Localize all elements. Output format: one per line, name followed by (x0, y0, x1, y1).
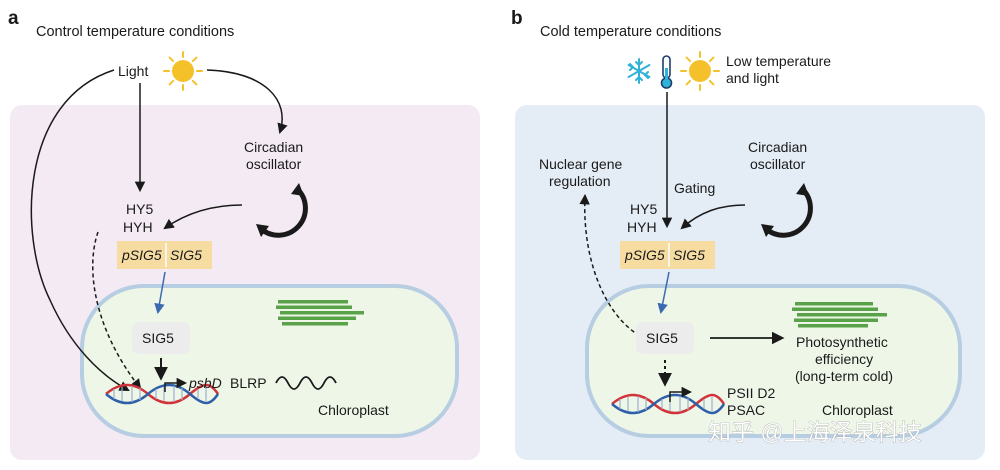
panel-b: b Cold temperature conditions Low temper… (511, 8, 985, 460)
blrp-label: BLRP (230, 375, 267, 391)
gene-box-a (117, 241, 212, 269)
hyh-to-dna-dashed-arrow (92, 231, 142, 390)
gene-label-a: SIG5 (170, 247, 202, 263)
circadian-to-hy5-arrow-b (680, 204, 746, 230)
chloroplast-a (80, 284, 459, 438)
sig5-box-a (132, 322, 190, 354)
snowflake-icon (627, 58, 651, 84)
transcription-start-icon (669, 386, 693, 402)
gene-label-b: SIG5 (673, 247, 705, 263)
light-label: Light (118, 63, 148, 79)
watermark: 知乎 @上海泽泉科技 (708, 419, 922, 445)
panel-a-title: Control temperature conditions (36, 24, 234, 40)
photo-label-3: (long-term cold) (795, 368, 893, 384)
photo-label-2: efficiency (815, 351, 873, 367)
psbd-label: psbD (188, 375, 222, 391)
panel-a: a Control temperature conditions Light C… (8, 8, 480, 460)
psac-label: PSAC (727, 402, 765, 418)
hy5-label-a: HY5 (126, 201, 153, 217)
sun-icon (680, 51, 720, 91)
transcription-start-icon (164, 377, 188, 392)
lowtemp-label-1: Low temperature (726, 53, 831, 69)
chloroplast-b (585, 284, 962, 438)
dna-helix-icon (105, 383, 220, 405)
circadian-label-b-2: oscillator (750, 156, 806, 172)
hyh-label-b: HYH (627, 219, 657, 235)
promoter-label-b: pSIG5 (624, 247, 665, 263)
thermometer-icon (660, 55, 673, 89)
hyh-label-a: HYH (123, 219, 153, 235)
promoter-label-a: pSIG5 (121, 247, 162, 263)
hy5-label-b: HY5 (630, 201, 657, 217)
sig5-label-b: SIG5 (646, 330, 678, 346)
thylakoid-icon (792, 302, 887, 328)
dna-helix-icon (611, 393, 726, 415)
sig5-to-nuclear-dashed-arrow (579, 193, 641, 337)
circadian-label-a-1: Circadian (244, 139, 303, 155)
panel-a-letter: a (8, 8, 19, 29)
gene-to-sig5-arrow-b (657, 271, 670, 315)
circadian-label-a-2: oscillator (246, 156, 302, 172)
nuclear-label-2: regulation (549, 173, 611, 189)
nuclear-label-1: Nuclear gene (539, 156, 622, 172)
gene-to-sig5-arrow-a (154, 271, 166, 315)
sun-icon (163, 51, 203, 91)
circadian-label-b-1: Circadian (748, 139, 807, 155)
chloroplast-label-a: Chloroplast (318, 402, 389, 418)
sig5-box-b (636, 322, 694, 354)
sig5-label-a: SIG5 (142, 330, 174, 346)
psii-label: PSII D2 (727, 385, 775, 401)
wave-icon (275, 376, 337, 390)
gating-label: Gating (674, 180, 715, 196)
chloroplast-label-b: Chloroplast (822, 402, 893, 418)
thylakoid-icon (276, 300, 364, 326)
photo-label-1: Photosynthetic (796, 334, 888, 350)
lowtemp-label-2: and light (726, 70, 779, 86)
light-to-circadian-arrow (206, 69, 288, 135)
panel-b-letter: b (511, 8, 523, 29)
circadian-to-hy5-arrow (163, 204, 243, 230)
gene-box-b (620, 241, 715, 269)
panel-b-title: Cold temperature conditions (540, 24, 721, 40)
light-to-dna-arrow (30, 69, 130, 391)
